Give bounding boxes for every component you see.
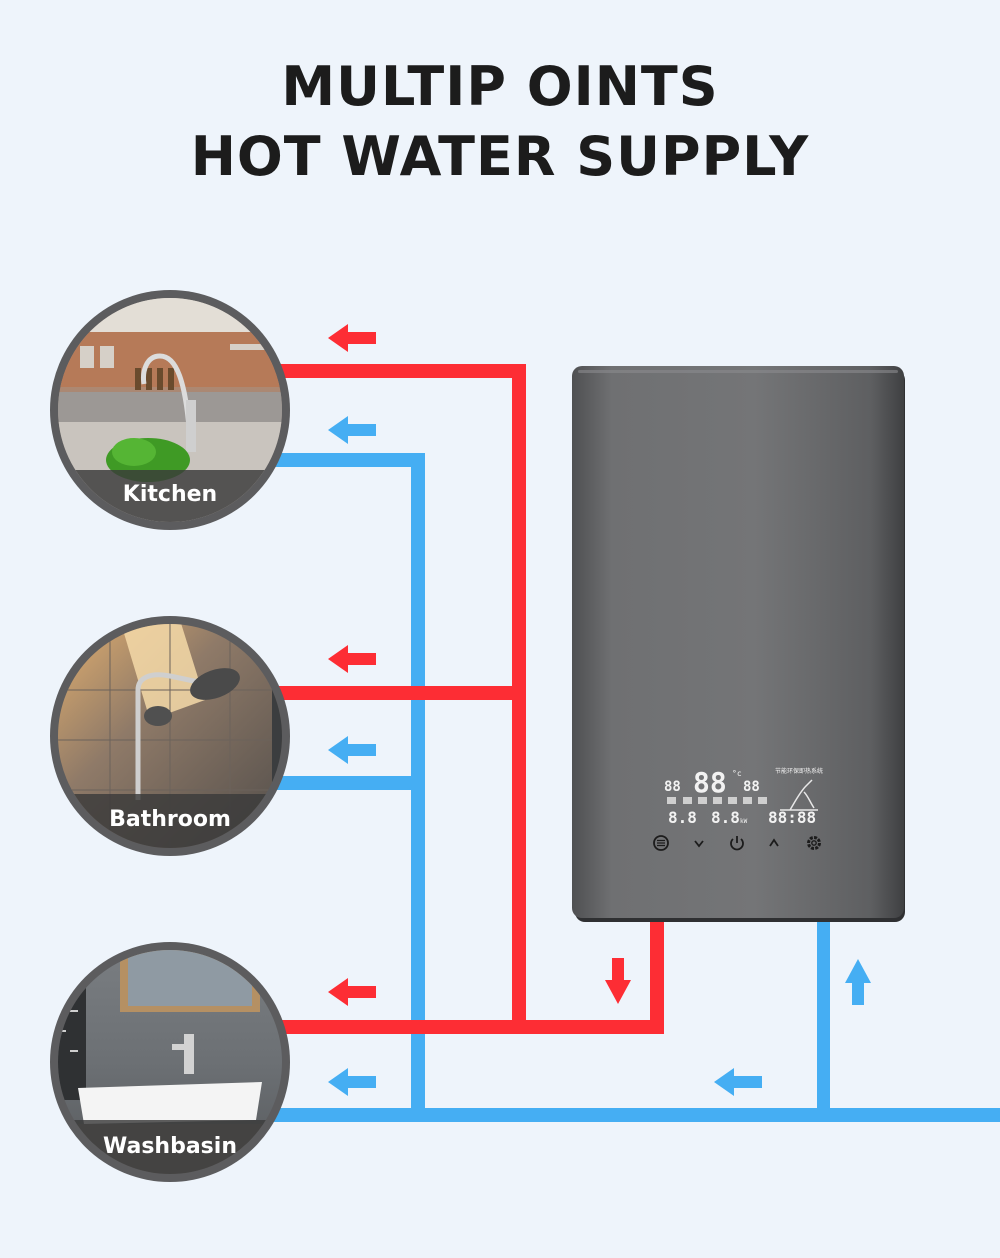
outlet-label-washbasin: Washbasin (103, 1134, 237, 1159)
shower-head-photo (190, 668, 240, 700)
cold-bathroom-branch (270, 776, 425, 790)
display-main-temp: 88 (693, 766, 727, 799)
hot-arrow-left-icon (328, 324, 376, 352)
page-title: MULTIP OINTS HOT WATER SUPPLY (0, 52, 1000, 192)
outlet-washbasin: Washbasin (50, 942, 290, 1182)
outlet-bathroom: Bathroom (50, 616, 290, 856)
title-line-2: HOT WATER SUPPLY (190, 125, 810, 188)
hot-water-pipes (270, 364, 664, 1034)
shower-person-icon (780, 779, 818, 811)
cold-arrow-left-icon (328, 1068, 376, 1096)
outlet-label-kitchen: Kitchen (123, 482, 217, 507)
display-celsius-unit: °c (732, 769, 742, 778)
hot-bathroom-branch (270, 686, 526, 700)
flow-arrows (328, 324, 871, 1096)
cold-main-pipe (270, 1108, 1000, 1122)
heater-body (572, 366, 904, 918)
cold-arrow-up-icon (845, 959, 871, 1005)
hot-heater-outlet-pipe (650, 920, 664, 1034)
cold-arrow-left-icon (328, 736, 376, 764)
hot-arrow-left-icon (328, 978, 376, 1006)
outlet-label-bathroom: Bathroom (109, 807, 231, 832)
display-power-value: 8.8 (711, 808, 740, 827)
display-flow-value: 8.8 (668, 808, 697, 827)
hot-washbasin-branch (270, 1020, 664, 1034)
power-icon (730, 838, 744, 851)
display-mode-icons (667, 797, 767, 804)
cold-water-pipes (270, 453, 1000, 1122)
hot-kitchen-branch (270, 364, 526, 378)
settings-button[interactable] (807, 836, 821, 850)
heater-display: 88 88 °c 88 节能环保即热系统 8.8 8.8 kW 88:88 (664, 766, 823, 827)
cold-heater-inlet-pipe (817, 920, 830, 1116)
chevron-down-icon[interactable] (694, 840, 704, 848)
menu-button[interactable] (653, 835, 669, 851)
menu-icon (653, 835, 669, 851)
display-set-temp: 88 (743, 779, 760, 795)
cold-arrow-left-icon (714, 1068, 762, 1096)
washbasin-photo (78, 1082, 262, 1124)
cold-kitchen-branch (270, 453, 425, 467)
gear-icon (807, 836, 821, 850)
power-button[interactable] (730, 836, 744, 851)
display-kw-unit: kW (740, 818, 748, 825)
hot-arrow-left-icon (328, 645, 376, 673)
display-top-text: 节能环保即热系统 (775, 767, 823, 775)
water-heater: 88 88 °c 88 节能环保即热系统 8.8 8.8 kW 88:88 (572, 366, 905, 922)
hot-arrow-down-icon (605, 958, 631, 1004)
chevron-up-icon[interactable] (769, 838, 779, 847)
display-time-value: 88:88 (768, 808, 816, 827)
display-small-temp: 88 (664, 779, 681, 795)
cold-arrow-left-icon (328, 416, 376, 444)
title-line-1: MULTIP OINTS (281, 55, 719, 118)
outlet-kitchen: Kitchen (50, 290, 290, 530)
heater-buttons (653, 835, 821, 851)
